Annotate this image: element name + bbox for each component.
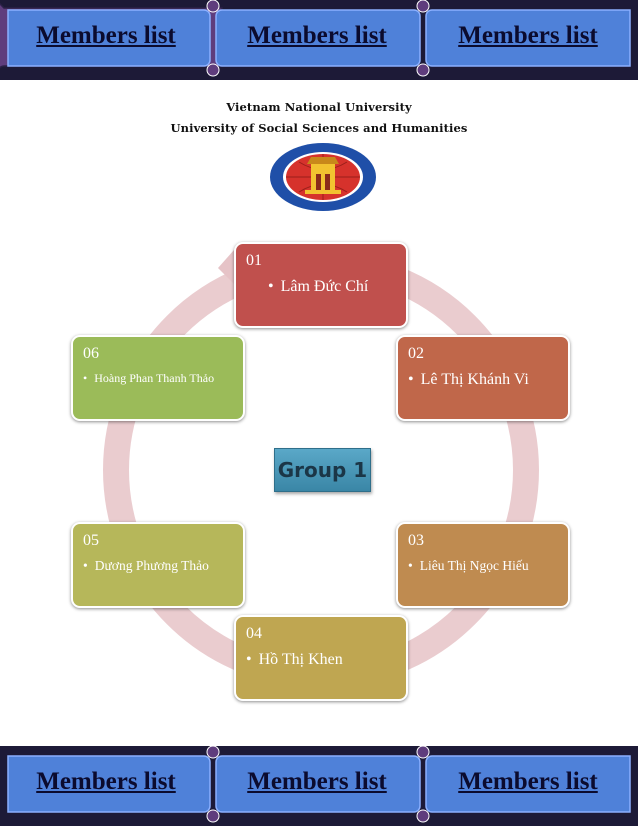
- member-card-06: 06 Hoàng Phan Thanh Thảo: [71, 335, 245, 421]
- member-number: 04: [246, 625, 262, 642]
- members-list-label: Members list: [458, 768, 598, 795]
- banner-panels: [7, 9, 631, 67]
- members-list-label: Members list: [36, 22, 176, 49]
- members-list-label: Members list: [247, 22, 387, 49]
- member-card-05: 05 Dương Phương Thảo: [71, 522, 245, 608]
- member-number: 01: [246, 252, 262, 269]
- member-name: Liêu Thị Ngọc Hiếu: [408, 558, 558, 574]
- bottom-banner-row: Members list Members list Members list: [0, 746, 638, 826]
- group-label: Group 1: [274, 448, 371, 492]
- member-name: Lê Thị Khánh Vi: [408, 371, 558, 389]
- university-name: Vietnam National University: [226, 100, 412, 114]
- members-list-label: Members list: [247, 768, 387, 795]
- member-name: Hồ Thị Khen: [246, 651, 396, 669]
- member-number: 03: [408, 532, 424, 549]
- members-list-label: Members list: [36, 768, 176, 795]
- member-number: 06: [83, 345, 99, 362]
- member-name: Dương Phương Thảo: [83, 558, 233, 574]
- university-seal-icon: [270, 143, 376, 211]
- member-card-03: 03 Liêu Thị Ngọc Hiếu: [396, 522, 570, 608]
- member-name: Hoàng Phan Thanh Thảo: [83, 371, 233, 386]
- member-card-04: 04 Hồ Thị Khen: [234, 615, 408, 701]
- faculty-name: University of Social Sciences and Humani…: [170, 121, 468, 135]
- cycle-arrow-icon: [218, 250, 238, 288]
- member-card-01: 01 Lâm Đức Chí: [234, 242, 408, 328]
- banner-panels: [7, 755, 631, 813]
- banner-frame: [0, 0, 638, 80]
- member-name: Lâm Đức Chí: [246, 278, 396, 296]
- top-banner-row: Members list Members list Members list: [0, 0, 638, 80]
- member-number: 02: [408, 345, 424, 362]
- member-number: 05: [83, 532, 99, 549]
- member-card-02: 02 Lê Thị Khánh Vi: [396, 335, 570, 421]
- banner-frame: [0, 746, 638, 826]
- members-list-label: Members list: [458, 22, 598, 49]
